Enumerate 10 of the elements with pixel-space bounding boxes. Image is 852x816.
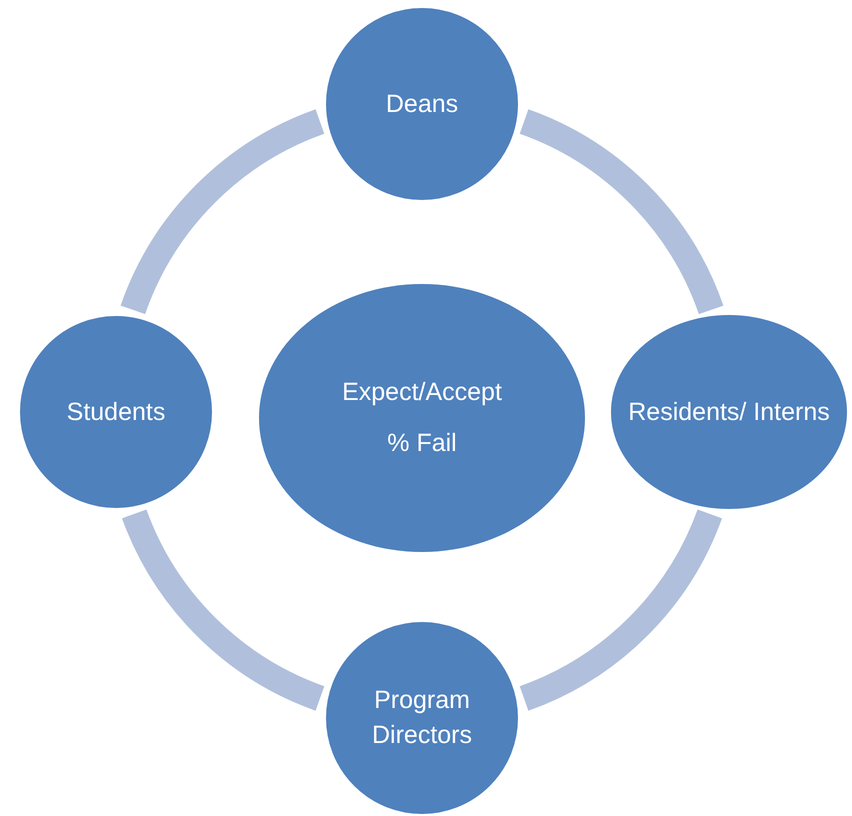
node-label: Residents/ Interns xyxy=(627,396,831,428)
node-label: Expect/Accept xyxy=(341,377,503,408)
ring-connector xyxy=(122,508,326,710)
node-label: Deans xyxy=(384,88,460,120)
ring-connector xyxy=(518,508,722,710)
ring-connector xyxy=(518,110,724,315)
node-label: Students xyxy=(66,396,166,428)
node-label: Program Directors xyxy=(370,685,473,751)
ring-connector xyxy=(120,110,326,315)
node-label: % Fail xyxy=(386,428,458,459)
